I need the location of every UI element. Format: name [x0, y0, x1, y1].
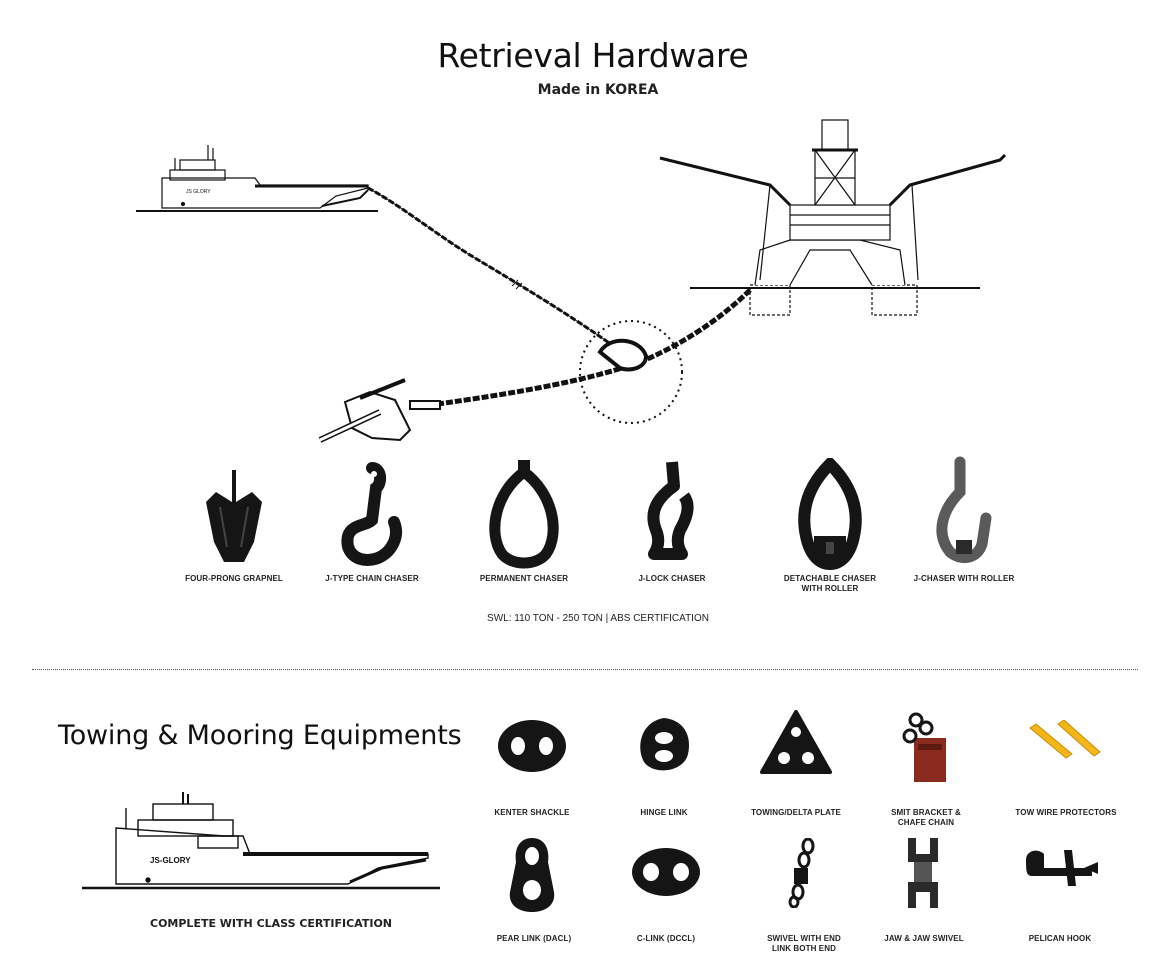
- detachable-chaser-icon: [798, 458, 862, 571]
- certification-note: COMPLETE WITH CLASS CERTIFICATION: [150, 917, 392, 930]
- item-label-swivel: SWIVEL WITH END LINK BOTH END: [767, 934, 841, 953]
- smit-bracket-icon: [902, 712, 946, 782]
- item-label-j-type-chain-chaser: J-TYPE CHAIN CHASER: [325, 574, 419, 583]
- section-divider: [32, 669, 1138, 670]
- j-lock-icon: [647, 461, 694, 560]
- item-label-jaw-swivel: JAW & JAW SWIVEL: [884, 934, 964, 943]
- ring-chaser-icon: [489, 460, 559, 569]
- item-label-four-prong-grapnel: FOUR-PRONG GRAPNEL: [185, 574, 283, 583]
- rig-drawing: [659, 119, 1007, 316]
- item-label-pelican-hook: PELICAN HOOK: [1028, 934, 1092, 943]
- page-subtitle: Made in KOREA: [537, 82, 659, 98]
- pelican-hook-icon: [1026, 850, 1098, 886]
- c-link-icon: [632, 848, 700, 896]
- item-label-j-chaser-roller: J-CHASER WITH ROLLER: [913, 574, 1015, 583]
- pear-link-icon: [509, 838, 555, 912]
- page-title: Retrieval Hardware: [437, 36, 749, 75]
- item-label-permanent-chaser: PERMANENT CHASER: [479, 574, 569, 583]
- vessel-name-small: JS GLORY: [186, 189, 211, 195]
- item-label-delta-plate: TOWING/DELTA PLATE: [751, 808, 841, 817]
- item-label-wire-protector: TOW WIRE PROTECTORS: [1015, 808, 1117, 817]
- anchor-drawing: [318, 378, 441, 443]
- kenter-shackle-icon: [498, 720, 566, 772]
- retrieval-scene-illustration: JS GLORY: [136, 119, 1007, 443]
- item-label-j-lock-chaser: J-LOCK CHASER: [638, 574, 706, 583]
- jaw-swivel-icon: [908, 838, 938, 908]
- hinge-link-icon: [640, 718, 689, 771]
- item-label-detachable-chaser: DETACHABLE CHASER WITH ROLLER: [783, 574, 877, 593]
- j-chaser-roller-icon: [936, 456, 992, 564]
- j-hook-icon: [341, 462, 402, 566]
- specs-line: SWL: 110 TON - 250 TON | ABS CERTIFICATI…: [487, 613, 709, 624]
- item-label-pear-link: PEAR LINK (DACL): [496, 934, 572, 943]
- item-label-c-link: C-LINK (DCCL): [636, 934, 696, 943]
- wire-protector-icon: [1029, 720, 1101, 759]
- section-title-towing: Towing & Mooring Equipments: [58, 720, 462, 751]
- item-label-smit-bracket: SMIT BRACKET & CHAFE CHAIN: [891, 808, 961, 827]
- tug-vessel-drawing: JS-GLORY: [82, 792, 440, 890]
- tug-vessel-name: JS-GLORY: [150, 856, 191, 865]
- delta-plate-icon: [760, 710, 832, 774]
- item-label-hinge-link: HINGE LINK: [640, 808, 688, 817]
- grapnel-icon: [206, 470, 262, 562]
- swivel-icon: [788, 838, 815, 908]
- highlight-circle: [579, 320, 683, 424]
- item-label-kenter-shackle: KENTER SHACKLE: [494, 808, 570, 817]
- vessel-drawing: JS GLORY: [136, 145, 378, 212]
